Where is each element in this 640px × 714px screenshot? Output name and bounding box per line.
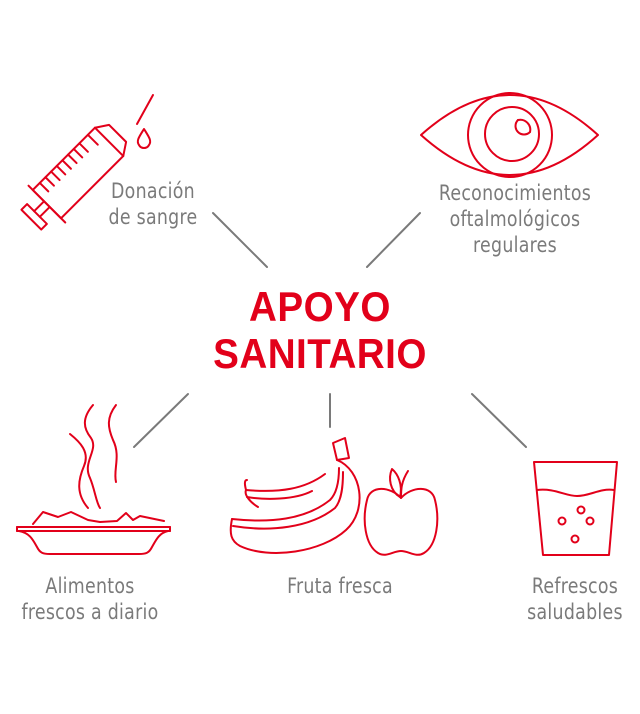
label-eye-line-3: regulares [473, 233, 557, 257]
label-eye-checkups: Reconocimientos oftalmológicos regulares [414, 180, 616, 258]
label-eye-line-1: Reconocimientos [438, 181, 592, 205]
connector-eye [366, 212, 421, 268]
blood-drop-icon [136, 128, 152, 149]
banana-apple-icon [229, 437, 439, 556]
label-drinks-line-2: saludables [527, 600, 623, 624]
title-line-1: APOYO [249, 283, 391, 330]
label-blood-donation: Donación de sangre [93, 178, 213, 230]
connector-lines [133, 212, 527, 448]
connector-drinks [471, 393, 527, 448]
label-drinks-line-1: Refrescos [531, 574, 619, 598]
syringe-icon [20, 94, 154, 231]
glass-soda-icon [533, 461, 618, 556]
label-fresh-food: Alimentos frescos a diario [7, 573, 173, 625]
steaming-dish-icon [16, 404, 171, 555]
label-blood-line-2: de sangre [108, 205, 198, 229]
label-fruit-line-1: Fruta fresca [287, 574, 393, 598]
apple-icon [363, 487, 439, 556]
connector-blood [212, 212, 268, 268]
eye-icon [420, 92, 599, 178]
label-healthy-drinks: Refrescos saludables [515, 573, 635, 625]
label-food-line-2: frescos a diario [21, 600, 159, 624]
label-blood-line-1: Donación [111, 179, 195, 203]
connector-food [133, 393, 189, 448]
title-line-2: SANITARIO [213, 330, 427, 377]
label-fresh-fruit: Fruta fresca [266, 573, 413, 599]
label-eye-line-2: oftalmológicos [449, 207, 581, 231]
label-food-line-1: Alimentos [45, 574, 135, 598]
